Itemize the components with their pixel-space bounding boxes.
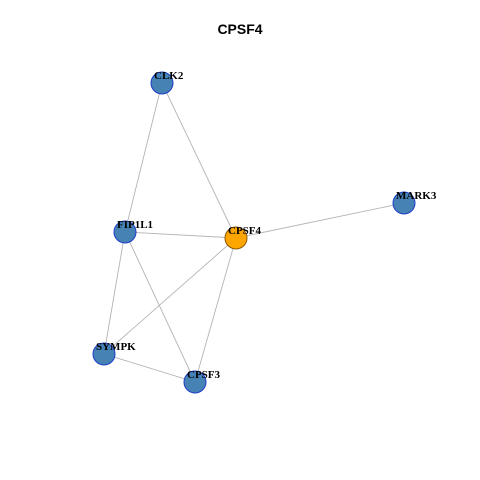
edge-fip1l1-sympk xyxy=(103,231,126,355)
edge-clk2-fip1l1 xyxy=(124,82,163,233)
edge-sympk-cpsf3 xyxy=(103,353,196,383)
node-label-cpsf4: CPSF4 xyxy=(228,225,262,237)
node-sympk[interactable] xyxy=(92,342,116,366)
edge-cpsf4-cpsf3 xyxy=(194,237,237,383)
edge-fip1l1-cpsf3 xyxy=(124,231,196,383)
node-label-mark3: MARK3 xyxy=(396,190,437,202)
node-label-cpsf3: CPSF3 xyxy=(187,369,221,381)
graph-title: CPSF4 xyxy=(217,21,263,37)
node-clk2[interactable] xyxy=(150,71,174,95)
node-cpsf4[interactable] xyxy=(224,226,248,250)
edge-cpsf4-sympk xyxy=(103,237,237,355)
node-label-fip1l1: FIP1L1 xyxy=(117,219,153,231)
edge-cpsf4-mark3 xyxy=(235,202,405,239)
node-fip1l1[interactable] xyxy=(113,220,137,244)
edges-layer xyxy=(103,82,405,383)
edge-clk2-cpsf4 xyxy=(161,82,237,239)
nodes-layer xyxy=(92,71,416,394)
node-label-sympk: SYMPK xyxy=(96,341,136,353)
node-mark3[interactable] xyxy=(392,191,416,215)
node-label-clk2: CLK2 xyxy=(154,70,184,82)
node-cpsf3[interactable] xyxy=(183,370,207,394)
edge-fip1l1-cpsf4 xyxy=(124,231,237,239)
